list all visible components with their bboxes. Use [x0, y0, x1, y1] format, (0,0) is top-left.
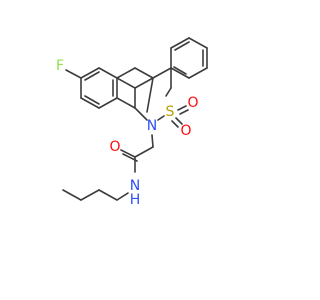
bond [116, 67, 136, 79]
bond [170, 37, 190, 49]
sulfur-label: S [166, 104, 175, 120]
bond [134, 107, 148, 121]
bond [98, 67, 118, 79]
sulfonyl-oxygen-label: O [180, 123, 191, 139]
bond [98, 189, 118, 201]
bond [171, 120, 179, 128]
ring-nitrogen-label: N [147, 118, 157, 134]
structure-svg: F N S O O O N H [56, 37, 208, 208]
bond [152, 67, 172, 79]
bonds [62, 37, 208, 201]
bond [80, 67, 100, 79]
bond [62, 189, 82, 201]
bond [134, 77, 154, 89]
bond [174, 41, 190, 51]
bond [157, 115, 165, 121]
bond [116, 192, 129, 201]
bond [80, 189, 100, 201]
bond [116, 77, 136, 89]
bond [146, 77, 154, 113]
molecule-diagram: F N S O O O N H [56, 37, 208, 208]
bond [116, 97, 136, 109]
bond [151, 134, 154, 148]
bond [134, 67, 154, 79]
bond [84, 95, 100, 105]
amide-oxygen-label: O [109, 139, 120, 155]
bond [188, 67, 208, 79]
bond [173, 66, 187, 75]
bond [170, 67, 190, 79]
bond [177, 105, 187, 111]
bond [188, 37, 208, 49]
bond [165, 87, 172, 97]
bond [80, 97, 100, 109]
bond [98, 97, 118, 109]
bond [179, 109, 189, 115]
bond [84, 71, 100, 81]
fluorine-label: F [56, 58, 64, 74]
bond [175, 117, 183, 125]
bond [120, 149, 136, 158]
bond [65, 69, 82, 79]
bond [134, 146, 154, 158]
atom-labels: F N S O O O N H [56, 58, 199, 208]
amide-nitrogen-label: N [130, 178, 140, 194]
amide-hydrogen-label: H [130, 192, 141, 208]
sulfonyl-oxygen-label: O [187, 95, 198, 111]
